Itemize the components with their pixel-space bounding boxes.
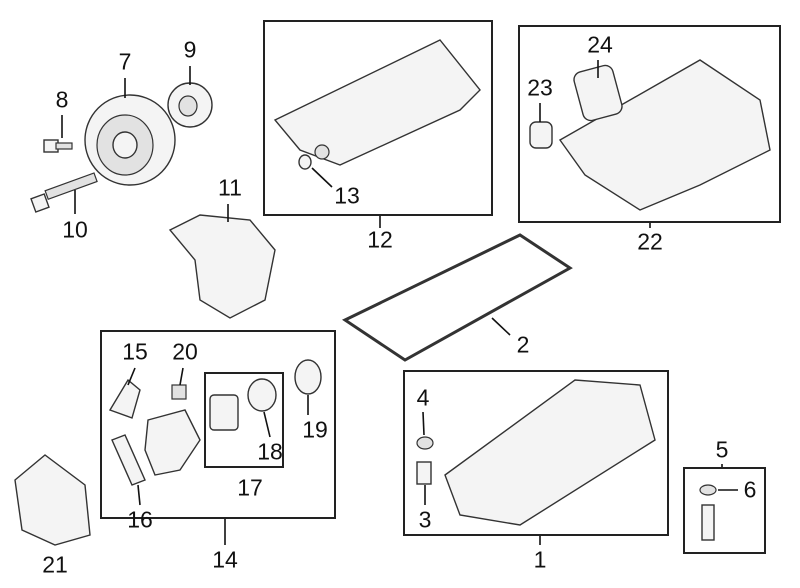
callout-8: 8 — [55, 86, 69, 113]
callout-9: 9 — [183, 36, 197, 63]
callout-15: 15 — [122, 338, 148, 365]
callout-22: 22 — [637, 228, 663, 255]
oil-pan — [444, 379, 656, 526]
group-box-12 — [263, 20, 493, 216]
cover-21 — [14, 454, 91, 546]
group-box-14 — [100, 330, 336, 519]
callout-6: 6 — [743, 476, 757, 503]
o-ring-6 — [699, 484, 717, 496]
gasket-24 — [573, 64, 623, 122]
group-box-22 — [518, 25, 781, 223]
oil-level-sensor — [701, 504, 715, 541]
bolt-8 — [43, 139, 73, 153]
callout-21: 21 — [42, 551, 68, 578]
callout-13: 13 — [334, 182, 360, 209]
washer-4 — [416, 436, 434, 450]
gasket-16 — [111, 434, 146, 486]
callout-2: 2 — [516, 331, 530, 358]
callout-5: 5 — [715, 436, 729, 463]
group-box-17 — [204, 372, 284, 468]
group-box-1 — [403, 370, 669, 536]
callout-7: 7 — [118, 48, 132, 75]
group-box-6 — [683, 467, 766, 554]
oil-pan-gasket — [341, 233, 573, 362]
oil-pump — [168, 214, 276, 319]
callout-14: 14 — [212, 546, 238, 573]
callout-3: 3 — [418, 506, 432, 533]
leader-lines — [61, 60, 738, 545]
cap-19 — [294, 359, 322, 395]
callout-18: 18 — [257, 438, 283, 465]
callout-20: 20 — [172, 338, 198, 365]
callout-17: 17 — [237, 474, 263, 501]
crankshaft-pulley — [84, 94, 176, 186]
callout-12: 12 — [367, 226, 393, 253]
tube — [314, 144, 330, 160]
seal-18 — [247, 378, 277, 412]
oil-filter-housing — [144, 409, 201, 476]
callout-4: 4 — [416, 384, 430, 411]
gasket-23 — [529, 121, 553, 149]
callout-16: 16 — [127, 506, 153, 533]
callout-10: 10 — [62, 216, 88, 243]
callout-11: 11 — [218, 174, 242, 201]
oil-filter — [209, 394, 239, 431]
callout-19: 19 — [302, 416, 328, 443]
oil-pan-baffle — [273, 39, 481, 166]
drain-plug-3 — [416, 461, 432, 485]
callout-23: 23 — [527, 74, 553, 101]
intake-manifold — [558, 59, 771, 211]
callout-24: 24 — [587, 31, 613, 58]
sensor-20 — [171, 384, 187, 400]
o-ring-13 — [298, 154, 312, 170]
vibration-damper-hub — [167, 82, 213, 128]
bolt-10 — [30, 172, 98, 213]
callout-1: 1 — [533, 546, 547, 573]
bracket-15 — [108, 378, 141, 419]
